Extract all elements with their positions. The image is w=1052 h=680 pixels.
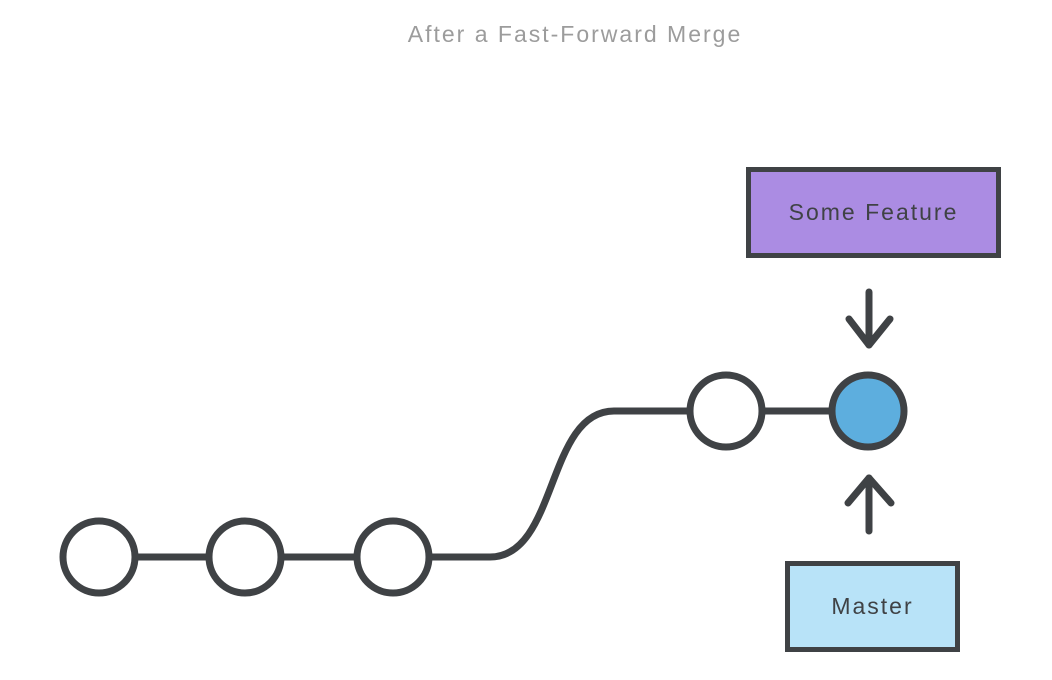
- diagram-title: After a Fast-Forward Merge: [407, 21, 743, 47]
- down-arrow-icon: [845, 288, 894, 349]
- merged-commit-node: [828, 371, 908, 451]
- commit-node-3: [353, 517, 433, 597]
- master-branch-label-text: Master: [831, 593, 914, 619]
- commit-node-4: [686, 371, 766, 451]
- commit-node-1: [59, 517, 139, 597]
- master-branch-label: Master: [785, 561, 960, 652]
- feature-branch-label: Some Feature: [746, 167, 1001, 258]
- feature-branch-label-text: Some Feature: [788, 199, 959, 225]
- branch-line: [95, 407, 872, 561]
- up-arrow-icon: [844, 474, 895, 535]
- commit-node-2: [205, 517, 285, 597]
